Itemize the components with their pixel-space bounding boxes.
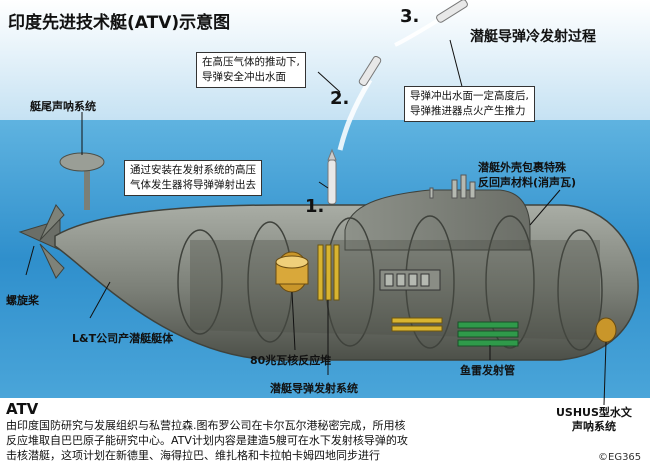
step-3-number: 3. [400,6,420,27]
missile-step1 [327,148,337,205]
torpedo-weapons [391,317,519,347]
missile-trail-3 [394,0,468,47]
label-coating-line-1: 潜艇外壳包裹特殊 [478,161,566,174]
reactor [275,251,309,293]
launch-process-title: 潜艇导弹冷发射过程 [470,29,596,45]
bow-sonar [595,317,617,343]
credit-watermark: ©EG365 [598,452,642,463]
description-line-3: 击核潜艇，这项计划在新德里、海得拉巴、维扎格和卡拉帕卡姆四地同步进行 [6,449,380,462]
callout-step-1-line-2: 气体发生器将导弹弹射出去 [130,179,256,191]
label-coating-line-2: 反回声材料(消声瓦) [478,176,577,189]
callout-step-2: 在高压气体的推动下, 导弹安全冲出水面 [196,52,306,88]
label-ushus-line-1: USHUS型水文 [556,406,632,419]
callout-step-1: 通过安装在发射系统的高压 气体发生器将导弹弹射出去 [124,160,262,196]
callout-step-2-line-2: 导弹安全冲出水面 [202,71,286,83]
label-hull-maker: L&T公司产潜艇艇体 [72,332,174,345]
callout-step-3-line-2: 导弹推进器点火产生推力 [410,105,526,117]
text-panel-bg [0,398,650,468]
label-torpedo-tubes: 鱼雷发射管 [460,364,515,377]
missile-trail-2 [337,55,382,151]
masts [429,174,476,199]
description-text: 由印度国防研究与发展组织与私营拉森.图布罗公司在卡尔瓦尔港秘密完成，所用核 反应… [6,418,476,463]
tail-assembly [18,152,105,279]
label-launch-system: 潜艇导弹发射系统 [270,382,358,395]
equipment-racks [379,269,441,291]
callout-step-3-line-1: 导弹冲出水面一定高度后, [410,90,529,102]
description-line-2: 反应堆取自巴巴原子能研究中心。ATV计划内容是建造5艘可在水下发射核导弹的攻 [6,434,408,447]
callout-step-2-line-1: 在高压气体的推动下, [202,56,300,68]
callout-step-3: 导弹冲出水面一定高度后, 导弹推进器点火产生推力 [404,86,535,122]
label-tail-sonar: 艇尾声呐系统 [30,100,96,113]
label-anechoic-coating: 潜艇外壳包裹特殊 反回声材料(消声瓦) [478,160,576,190]
step-1-number: 1. [305,196,325,217]
diagram-title: 印度先进技术艇(ATV)示意图 [8,13,231,33]
sky [0,0,650,120]
submarine [18,152,639,361]
label-propeller: 螺旋桨 [6,294,39,307]
label-ushus-line-2: 声呐系统 [571,420,616,433]
callout-step-1-line-1: 通过安装在发射系统的高压 [130,164,256,176]
step-2-number: 2. [330,88,350,109]
description-line-1: 由印度国防研究与发展组织与私营拉森.图布罗公司在卡尔瓦尔港秘密完成，所用核 [6,419,406,432]
label-ushus-sonar: USHUS型水文 声呐系统 [556,406,632,434]
description-heading: ATV [6,400,39,418]
label-reactor: 80兆瓦核反应堆 [250,354,332,367]
missile-tubes [317,244,340,301]
